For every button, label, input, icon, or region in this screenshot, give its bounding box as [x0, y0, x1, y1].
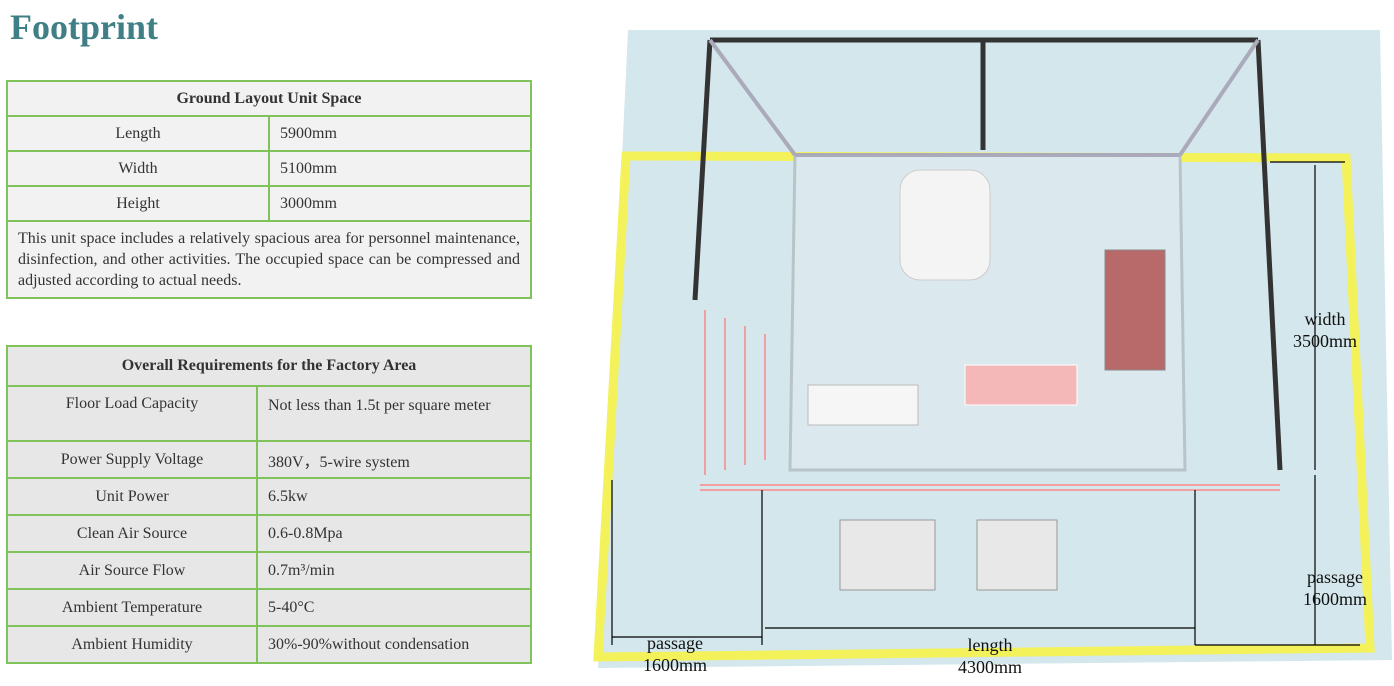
- row-key: Ambient Humidity: [6, 625, 258, 664]
- label: passage: [647, 633, 703, 653]
- row-key: Height: [6, 185, 270, 222]
- row-key: Length: [6, 115, 270, 152]
- robot-arm: [899, 169, 991, 281]
- value: 1600mm: [1302, 589, 1367, 609]
- container: [839, 519, 936, 591]
- factory-requirements-table: Overall Requirements for the Factory Are…: [6, 345, 532, 664]
- row-value: 0.6-0.8Mpa: [256, 514, 532, 553]
- label: passage: [1307, 567, 1363, 587]
- label: length: [967, 635, 1013, 655]
- row-value: 6.5kw: [256, 477, 532, 516]
- row-value: 380V，5-wire system: [256, 440, 532, 479]
- row-value: 5100mm: [268, 150, 532, 187]
- frame: [692, 37, 1283, 471]
- row-value: 0.7m³/min: [256, 551, 532, 590]
- row-value: 5-40°C: [256, 588, 532, 627]
- value: 3500mm: [1292, 331, 1357, 351]
- row-value: Not less than 1.5t per square meter: [256, 385, 532, 442]
- row-key: Width: [6, 150, 270, 187]
- product-trays: [964, 364, 1078, 406]
- label: width: [1304, 309, 1346, 329]
- conveyor: [807, 384, 919, 426]
- row-value: 3000mm: [268, 185, 532, 222]
- row-key: Air Source Flow: [6, 551, 258, 590]
- row-key: Ambient Temperature: [6, 588, 258, 627]
- row-value: 5900mm: [268, 115, 532, 152]
- light-curtain: [700, 310, 1280, 491]
- value: 4300mm: [957, 657, 1022, 677]
- container: [976, 519, 1058, 591]
- row-value: 30%-90%without condensation: [256, 625, 532, 664]
- description: This unit space includes a relatively sp…: [6, 220, 532, 299]
- fence-rails: [708, 38, 1260, 157]
- table-header: Overall Requirements for the Factory Are…: [6, 345, 532, 387]
- row-key: Floor Load Capacity: [6, 385, 258, 442]
- tray-rack: [1104, 249, 1166, 371]
- value: 1600mm: [642, 655, 707, 675]
- row-key: Unit Power: [6, 477, 258, 516]
- dimension-lines: [611, 161, 1360, 646]
- page-title: Footprint: [10, 7, 158, 47]
- row-key: Clean Air Source: [6, 514, 258, 553]
- cell-layout-render: [593, 30, 1392, 668]
- row-key: Power Supply Voltage: [6, 440, 258, 479]
- table-header: Ground Layout Unit Space: [6, 80, 532, 117]
